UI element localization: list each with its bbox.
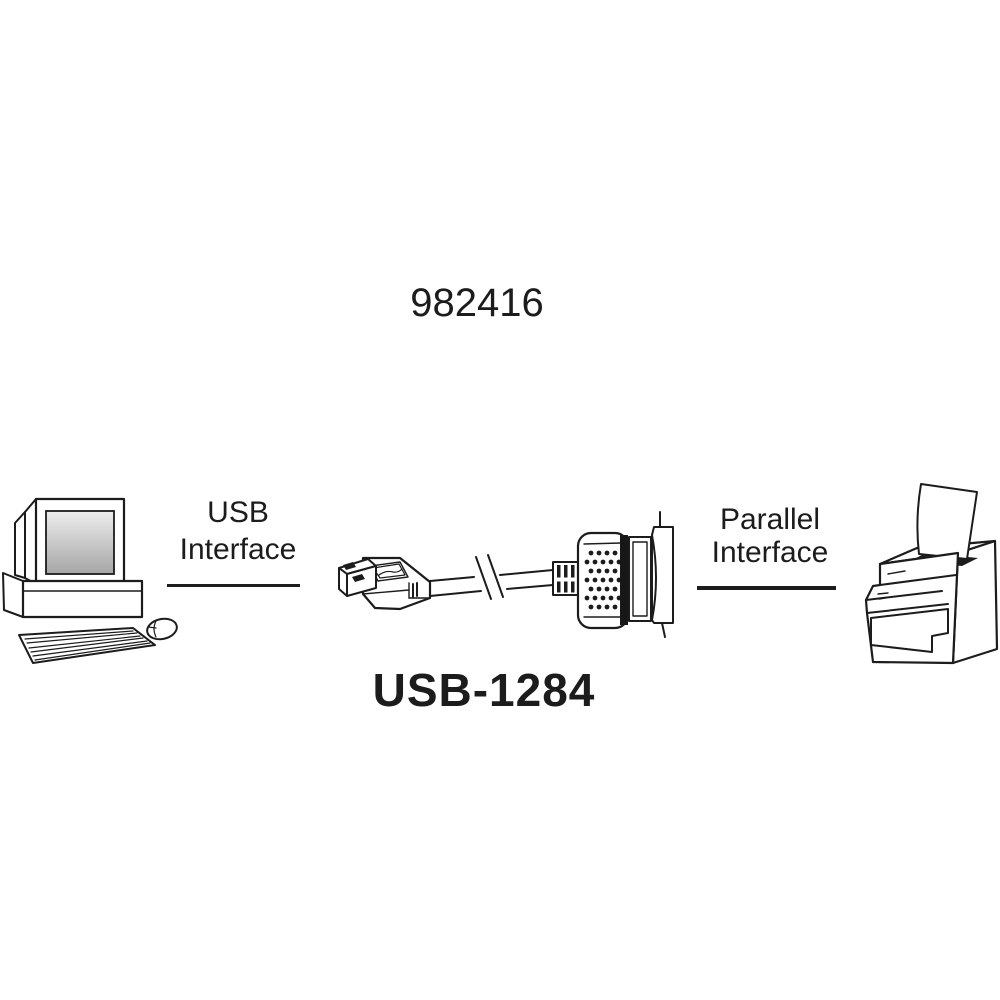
printer-panel-dash — [877, 592, 889, 595]
usb-metal-tip — [338, 558, 377, 597]
monitor-screen — [45, 510, 115, 575]
usb-interface-underline — [167, 584, 300, 587]
usb-interface-line1: USB — [207, 496, 269, 529]
title-article-number: 982416 — [410, 281, 544, 325]
connector-faceplate — [628, 526, 674, 624]
keyboard — [18, 627, 156, 664]
cable-line — [429, 554, 554, 600]
parallel-interface-label: Parallel Interface — [670, 503, 870, 569]
paper-tray — [870, 608, 949, 653]
paper-sheet — [916, 483, 978, 560]
usb-plug — [338, 556, 432, 611]
printer-panel-dash — [887, 570, 906, 575]
parallel-interface-line2: Interface — [711, 536, 829, 569]
parallel-interface-line1: Parallel — [719, 503, 821, 536]
usb-contact — [343, 562, 356, 570]
monitor — [14, 497, 126, 586]
computer-base — [2, 572, 144, 619]
strain-relief — [552, 561, 579, 596]
printer-panel-dash — [878, 597, 886, 600]
usb-interface-label: USB Interface — [138, 494, 338, 568]
product-name-label: USB-1284 — [372, 664, 596, 716]
usb-to-parallel-adapter-cable-icon — [338, 511, 674, 638]
parallel-interface-underline — [697, 586, 836, 590]
printer-body — [864, 551, 960, 665]
parallel-connector — [576, 511, 674, 638]
cable-break-mark — [475, 554, 504, 600]
usb-logo-squiggle — [378, 568, 403, 576]
latch-wire-bottom — [661, 622, 666, 638]
printer-icon — [864, 483, 999, 665]
usb-contact — [352, 574, 365, 582]
connector-band — [620, 535, 628, 625]
computer-icon — [2, 497, 178, 664]
mouse — [146, 617, 178, 641]
usb-interface-line2: Interface — [179, 533, 297, 566]
